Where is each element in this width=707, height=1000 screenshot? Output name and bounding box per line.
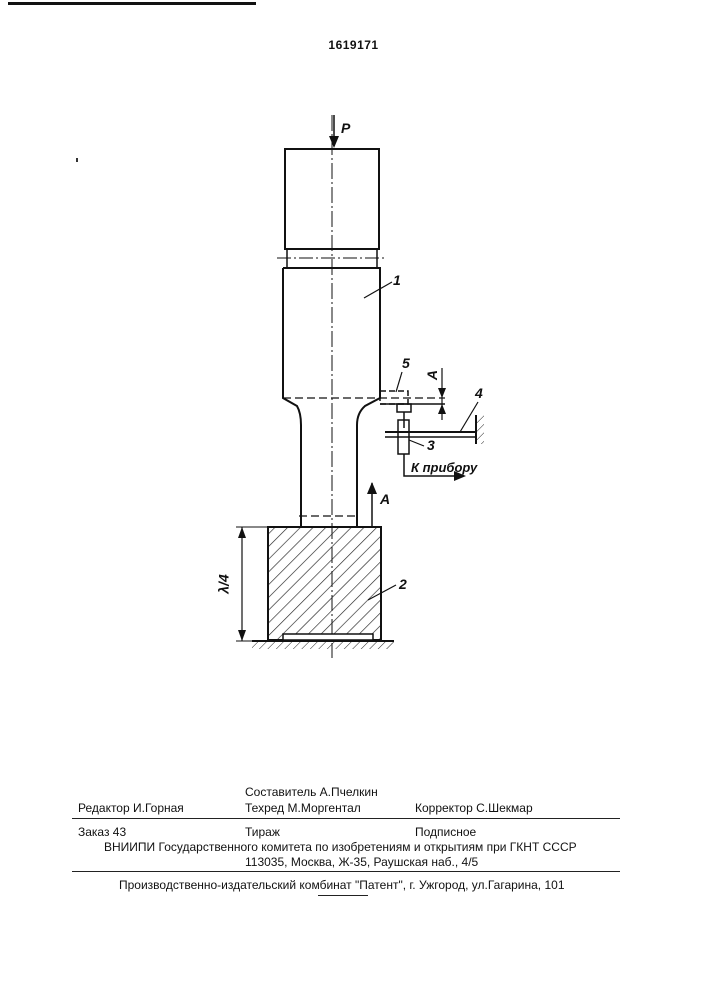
- label-force-P: P: [341, 120, 350, 136]
- label-part-4: 4: [475, 385, 483, 401]
- label-part-2: 2: [399, 576, 407, 592]
- leader-1: [364, 282, 392, 298]
- base-recess: [283, 634, 373, 640]
- footer-short-line: [318, 895, 368, 896]
- leader-3: [409, 440, 424, 446]
- order-number: Заказ 43: [78, 825, 126, 839]
- ground-hatch: [252, 642, 394, 649]
- footer-rule-2: [72, 871, 620, 872]
- dim-A-top-arrow1: [438, 388, 446, 398]
- leader-5: [396, 372, 402, 392]
- composer: Составитель А.Пчелкин: [245, 785, 378, 799]
- base-block-2: [268, 527, 381, 640]
- dim-A-bottom-arrow: [367, 482, 377, 494]
- dim-A-top-arrow2: [438, 404, 446, 414]
- dim-quarter-arrow-top: [238, 527, 246, 538]
- dim-quarter-arrow-bottom: [238, 630, 246, 641]
- corrector: Корректор С.Шекмар: [415, 801, 533, 815]
- wall-hatch: [477, 415, 484, 444]
- print-run: Тираж: [245, 825, 280, 839]
- label-part-3: 3: [427, 437, 435, 453]
- label-to-device: К прибору: [411, 460, 477, 475]
- label-part-5: 5: [402, 355, 410, 371]
- label-quarter-wave: λ/4: [216, 574, 232, 593]
- institute-address: 113035, Москва, Ж-35, Раушская наб., 4/5: [245, 855, 478, 869]
- tech-editor: Техред М.Моргентал: [245, 801, 361, 815]
- label-part-1: 1: [393, 272, 401, 288]
- editor: Редактор И.Горная: [78, 801, 184, 815]
- institute: ВНИИПИ Государственного комитета по изоб…: [104, 840, 577, 854]
- publisher: Производственно-издательский комбинат "П…: [119, 878, 565, 892]
- label-A-top: A: [424, 370, 440, 380]
- sensor-head: [397, 404, 411, 412]
- force-arrowhead: [329, 136, 339, 148]
- subscription: Подписное: [415, 825, 476, 839]
- footer-rule-1: [72, 818, 620, 819]
- label-A-bottom: A: [380, 491, 390, 507]
